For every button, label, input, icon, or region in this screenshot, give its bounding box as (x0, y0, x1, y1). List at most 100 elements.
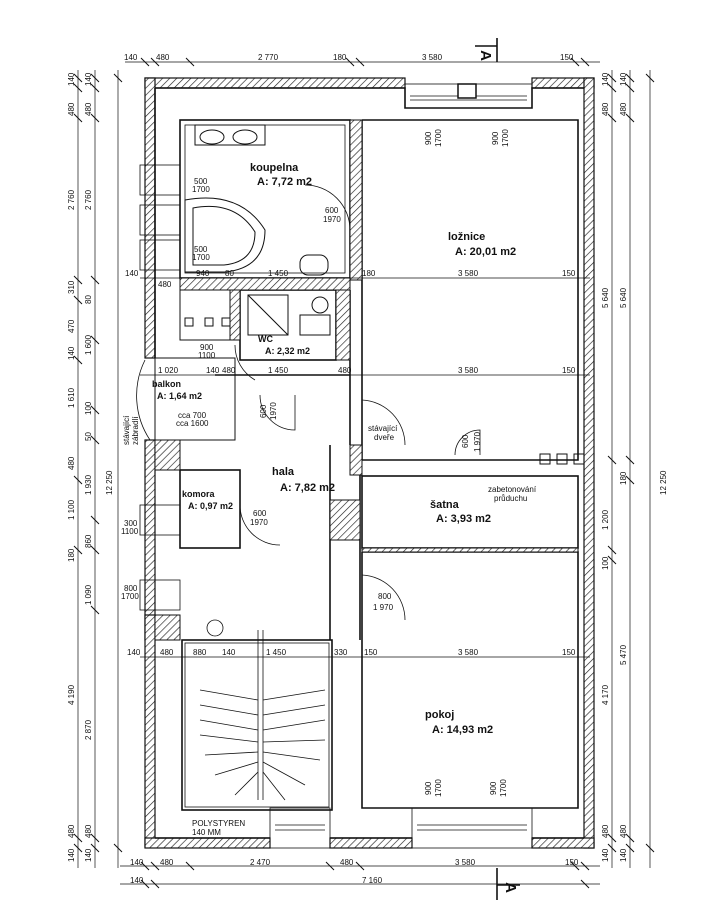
dim-left1-8: 1 100 (67, 499, 76, 520)
dim-left1-6: 1 610 (67, 387, 76, 408)
dim-top-1: 480 (156, 53, 170, 62)
dim-row3-5: 330 (334, 648, 348, 657)
dim-top-0: 140 (124, 53, 138, 62)
window-dim-3a: 900 (424, 781, 433, 795)
dim-row2-5: 3 580 (458, 366, 479, 375)
dim-row2-3: 1 450 (268, 366, 289, 375)
room-name-loznice: ložnice (448, 231, 486, 243)
section-mark-top: A (476, 50, 494, 61)
dim-row1-0: 140 (125, 269, 139, 278)
dim-left2-11: 480 (84, 824, 93, 838)
dim-left2-7: 1 930 (84, 474, 93, 495)
room-area-komora: A: 0,97 m2 (188, 501, 234, 511)
room-name-pokoj: pokoj (425, 709, 455, 721)
dim-left2-4: 1 600 (84, 334, 93, 355)
opening-o8-w: 300 (124, 519, 138, 528)
dim-left2-12: 140 (84, 848, 93, 862)
dim-bottom1-2: 2 470 (250, 858, 271, 867)
opening-o2-w: 500 (194, 245, 208, 254)
dim-right1-1: 480 (601, 102, 610, 116)
dim-left2-6: 50 (84, 432, 93, 441)
dim-bottom1-0: 140 (130, 858, 144, 867)
dim-left2-9: 1 090 (84, 584, 93, 605)
dim-left3-0: 12 250 (105, 470, 114, 495)
room-area-hala: A: 7,82 m2 (280, 482, 336, 494)
opening-o2-h: 1700 (192, 253, 210, 262)
dim-bottom1-1: 480 (160, 858, 174, 867)
dim-right3-0: 12 250 (659, 470, 668, 495)
note-zabetonovani-2: průduchu (494, 494, 528, 503)
opening-o5-h: 1970 (269, 402, 278, 420)
outer-walls (144, 77, 595, 849)
note-stavajici-dvere-1: stávající (368, 424, 398, 433)
dim-left1-5: 140 (67, 346, 76, 360)
opening-o10-h: 1 970 (373, 603, 394, 612)
opening-o10-w: 800 (378, 592, 392, 601)
room-area-koupelna: A: 7,72 m2 (257, 176, 313, 188)
room-name-wc: WC (258, 334, 273, 344)
dim-top-2: 2 770 (258, 53, 279, 62)
windows (139, 83, 533, 849)
inner-walls (154, 87, 584, 839)
dim-right1-3: 1 200 (601, 509, 610, 530)
dim-left2-5: 100 (84, 401, 93, 415)
room-name-balkon: balkon (152, 379, 182, 389)
window-dim-2b: 1700 (501, 129, 510, 147)
dim-row3-7: 3 580 (458, 648, 479, 657)
note-zabetonovani-1: zabetonování (488, 485, 537, 494)
dimension-ticks (73, 57, 655, 889)
dim-right1-5: 4 170 (601, 684, 610, 705)
opening-o1-h: 1700 (192, 185, 210, 194)
dim-left1-9: 180 (67, 548, 76, 562)
dim-row3-6: 150 (364, 648, 378, 657)
dim-left1-0: 140 (67, 72, 76, 86)
dim-bottom2-0: 140 (130, 876, 144, 885)
dim-left2-1: 480 (84, 102, 93, 116)
opening-o9-h: 1700 (121, 592, 139, 601)
window-dim-2a: 900 (491, 131, 500, 145)
dim-left2-2: 2 760 (84, 189, 93, 210)
staircase (184, 619, 330, 808)
opening-o8-h: 1100 (121, 527, 139, 536)
window-dim-1a: 900 (424, 131, 433, 145)
dim-bottom1-5: 150 (565, 858, 579, 867)
dim-row3-0: 140 (127, 648, 141, 657)
room-area-wc: A: 2,32 m2 (265, 346, 311, 356)
opening-o7-h: 1970 (250, 518, 268, 527)
opening-o7-w: 600 (253, 509, 267, 518)
dim-right1-6: 480 (601, 824, 610, 838)
dim-row3-4: 1 450 (266, 648, 287, 657)
section-mark-bottom: A (501, 882, 519, 893)
window-dim-4b: 1700 (499, 779, 508, 797)
opening-o3-w: 600 (325, 206, 339, 215)
dim-left2-0: 140 (84, 72, 93, 86)
dim-row1-2: 80 (225, 269, 234, 278)
door-swings (136, 184, 481, 621)
dim-row1-6: 150 (562, 269, 576, 278)
dim-right2-0: 140 (619, 72, 628, 86)
note-stavajici-dvere-2: dveře (374, 433, 395, 442)
dim-bottom2-1: 7 160 (362, 876, 383, 885)
dim-bottom1-3: 480 (340, 858, 354, 867)
window-dim-4a: 900 (489, 781, 498, 795)
dim-row3-3: 140 (222, 648, 236, 657)
opening-o4-w: 900 (200, 343, 214, 352)
dim-row1-3: 1 450 (268, 269, 289, 278)
room-area-pokoj: A: 14,93 m2 (432, 724, 494, 736)
dim-right1-2: 5 640 (601, 287, 610, 308)
dim-left1-7: 480 (67, 456, 76, 470)
dim-right1-4: 100 (601, 556, 610, 570)
opening-o11-h: 1 970 (473, 431, 482, 452)
dim-top-3: 180 (333, 53, 347, 62)
dim-left1-3: 310 (67, 280, 76, 294)
dim-left1-10: 4 190 (67, 684, 76, 705)
dim-left1-4: 470 (67, 319, 76, 333)
dim-row1-7: 480 (158, 280, 172, 289)
dim-right1-0: 140 (601, 72, 610, 86)
note-stavajici-zabradli-1: stávající (122, 415, 131, 445)
dim-left1-1: 480 (67, 102, 76, 116)
opening-o3-h: 1970 (323, 215, 341, 224)
opening-o1-w: 500 (194, 177, 208, 186)
dim-row2-4: 480 (338, 366, 352, 375)
dim-bottom1-4: 3 580 (455, 858, 476, 867)
